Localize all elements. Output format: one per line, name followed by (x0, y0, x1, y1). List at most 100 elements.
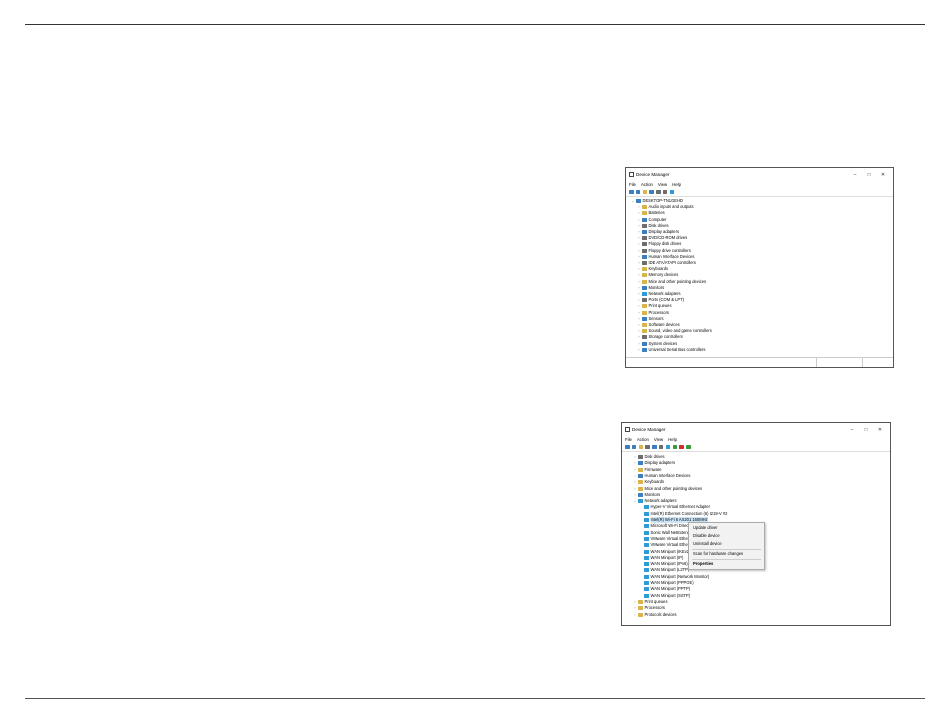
print-icon[interactable] (662, 189, 668, 195)
menu-action[interactable]: Action (640, 182, 653, 187)
tree-node[interactable]: ›System devices (637, 341, 677, 347)
tree-node[interactable]: ›Disk drives (637, 223, 669, 229)
menu-file[interactable]: File (625, 437, 632, 442)
chevron-right-icon[interactable]: › (638, 236, 640, 241)
menu-view[interactable]: View (657, 182, 668, 187)
update-driver-icon[interactable] (672, 444, 678, 450)
tree-node[interactable]: ›Keyboards (637, 266, 668, 272)
chevron-right-icon[interactable]: › (638, 279, 640, 284)
chevron-right-icon[interactable]: › (634, 467, 636, 472)
tree-node[interactable]: ›Processors (633, 605, 665, 611)
tree-node[interactable]: ›Sensors (637, 316, 664, 322)
chevron-right-icon[interactable]: › (638, 304, 640, 309)
tree-node[interactable]: ›Mice and other pointing devices (633, 486, 702, 492)
tree-node[interactable]: ›Monitors (633, 492, 660, 498)
enable-device-icon[interactable] (686, 444, 691, 450)
chevron-right-icon[interactable]: › (638, 310, 640, 315)
tree-node[interactable]: Sonic Wall NetExtender (639, 530, 694, 536)
tree-node[interactable]: VMware Virtual Ethernet Adapter (639, 536, 710, 542)
tree-node[interactable]: ›Human Interface Devices (637, 254, 694, 260)
tree-node[interactable]: ›Computer (637, 217, 666, 223)
chevron-right-icon[interactable]: › (634, 612, 636, 617)
title-bar[interactable]: Device Manager – □ ✕ (622, 423, 890, 436)
tree-node[interactable]: WAN Miniport (PPTP) (639, 586, 690, 592)
menu-file[interactable]: File (629, 182, 636, 187)
tree-node[interactable]: ⌄Network adapters (633, 498, 677, 504)
tree-node[interactable]: Microsoft Wi-Fi Direct Virtual Adapter (639, 523, 718, 529)
chevron-right-icon[interactable]: › (638, 267, 640, 272)
close-button[interactable]: ✕ (877, 426, 883, 433)
chevron-right-icon[interactable]: › (638, 211, 640, 216)
chevron-right-icon[interactable]: › (638, 217, 640, 222)
tree-node[interactable]: ›Memory devices (637, 272, 678, 278)
minimize-button[interactable]: – (853, 171, 857, 178)
tree-node[interactable]: ›Audio inputs and outputs (637, 204, 694, 210)
tree-node[interactable]: WAN Miniport (Network Monitor) (639, 574, 709, 580)
tree-node[interactable]: ›Display adapters (633, 460, 675, 466)
scan-hardware-icon[interactable] (669, 189, 675, 195)
tree-node[interactable]: ›Software devices (637, 322, 680, 328)
tree-node[interactable]: Intel(R) Ethernet Connection (6) I219-V … (639, 511, 727, 517)
tree-node[interactable]: ›Storage controllers (637, 334, 683, 340)
device-manager-window-1[interactable]: Device Manager – □ ✕ File Action View He… (625, 167, 894, 368)
chevron-right-icon[interactable]: › (638, 248, 640, 253)
tree-node[interactable]: ›Display adapters (637, 229, 679, 235)
menu-view[interactable]: View (653, 437, 664, 442)
tree-node[interactable]: WAN Miniport (IP) (639, 555, 683, 561)
close-button[interactable]: ✕ (880, 171, 886, 178)
menu-item-update-driver[interactable]: Update driver (693, 525, 718, 530)
back-icon[interactable] (629, 189, 634, 195)
chevron-right-icon[interactable]: › (634, 473, 636, 478)
chevron-down-icon[interactable]: ⌄ (633, 499, 637, 504)
menu-item-scan-hardware[interactable]: Scan for hardware changes (693, 551, 744, 556)
chevron-right-icon[interactable]: › (638, 230, 640, 234)
chevron-right-icon[interactable]: › (638, 341, 640, 346)
menu-help[interactable]: Help (672, 182, 681, 187)
chevron-down-icon[interactable]: ⌄ (631, 199, 635, 203)
show-hide-tree-icon[interactable] (642, 189, 648, 195)
menu-action[interactable]: Action (636, 437, 649, 442)
tree-node[interactable]: ›Floppy drive controllers (637, 248, 691, 254)
tree-node[interactable]: ⌄DESKTOP-TN1GEHD (631, 198, 683, 204)
tree-node[interactable]: ›Protocols devices (633, 612, 677, 618)
menu-help[interactable]: Help (668, 437, 677, 442)
tree-node[interactable]: ›Network adapters (637, 291, 681, 297)
chevron-right-icon[interactable]: › (634, 486, 636, 491)
tree-node[interactable]: ›Sound, video and game controllers (637, 328, 712, 334)
maximize-button[interactable]: □ (867, 171, 871, 178)
chevron-right-icon[interactable]: › (634, 455, 636, 459)
chevron-right-icon[interactable]: › (638, 261, 640, 265)
tree-node[interactable]: Intel(R) Wi-Fi 6 AX201 160MHz (639, 517, 708, 523)
tree-node[interactable]: ›Ports (COM & LPT) (637, 297, 684, 303)
chevron-right-icon[interactable]: › (634, 599, 636, 604)
view-icon[interactable] (658, 444, 664, 450)
tree-node[interactable]: ›DVD/CD-ROM drives (637, 235, 687, 241)
chevron-right-icon[interactable]: › (634, 461, 636, 466)
uninstall-icon[interactable] (679, 444, 684, 450)
forward-icon[interactable] (631, 444, 637, 450)
chevron-right-icon[interactable]: › (638, 273, 640, 278)
chevron-right-icon[interactable]: › (634, 480, 636, 485)
tree-node[interactable]: ›Processors (637, 310, 669, 316)
tree-node[interactable]: WAN Miniport (SSTP) (639, 593, 690, 599)
tree-node[interactable]: WAN Miniport (IKEv2) (639, 549, 690, 555)
scan-hardware-icon[interactable] (665, 444, 671, 450)
tree-node[interactable]: ›Batteries (637, 210, 665, 216)
menu-item-disable-device[interactable]: Disable device (693, 533, 720, 538)
tree-node[interactable]: ›Human Interface Devices (633, 473, 690, 479)
menu-item-properties[interactable]: Properties (693, 561, 714, 566)
chevron-right-icon[interactable]: › (634, 492, 636, 497)
properties-icon[interactable] (645, 444, 650, 450)
chevron-right-icon[interactable]: › (638, 298, 640, 303)
chevron-right-icon[interactable]: › (638, 292, 640, 296)
chevron-right-icon[interactable]: › (638, 316, 640, 321)
forward-icon[interactable] (635, 189, 641, 195)
help-icon[interactable] (649, 189, 654, 195)
tree-node[interactable]: ›Print queues (637, 303, 672, 309)
help-icon[interactable] (652, 444, 657, 450)
tree-node[interactable]: WAN Miniport (IPv6) (639, 561, 688, 567)
show-hide-tree-icon[interactable] (638, 444, 644, 450)
tree-node[interactable]: ›Monitors (637, 285, 664, 291)
maximize-button[interactable]: □ (864, 426, 868, 433)
tree-node[interactable]: ›Print queues (633, 599, 668, 605)
